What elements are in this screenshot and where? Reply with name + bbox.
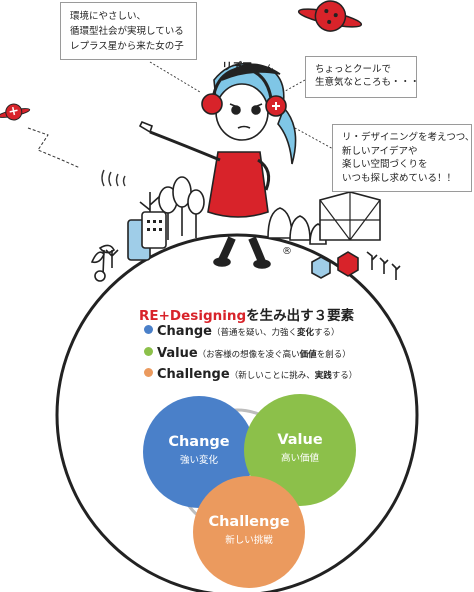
personality-note: ちょっとクールで 生意気なところも・・・: [305, 56, 420, 98]
personality-line-2: 生意気なところも・・・: [315, 77, 420, 88]
section-title: RE+Designingを生み出す３要素: [139, 304, 354, 324]
mission-line-1: リ・デザイニングを考えつつ、: [342, 132, 474, 143]
venn-value-sub: 高い価値: [280, 453, 319, 464]
character-ridea: [138, 62, 297, 269]
legend-change: Change（普通を疑い、力強く変化する）: [144, 324, 340, 339]
legend-value: Value（お客様の想像を凌ぐ高い価値を創る）: [144, 346, 351, 361]
intro-line-1: 環境にやさしい、: [70, 11, 147, 22]
scenery: [90, 176, 401, 282]
small-saucer-icon: [0, 103, 31, 121]
radio-waves-icon: [101, 169, 126, 187]
mission-line-2: 新しいアイデアや: [342, 145, 418, 157]
legend-change-desc: （普通を疑い、力強く変化する）: [211, 328, 340, 338]
intro-line-2: 循環型社会が実現している: [70, 26, 184, 37]
venn-challenge-sub: 新しい挑戦: [225, 535, 273, 546]
character-name: リデアちゃん: [222, 58, 273, 73]
blue-dot-icon: [144, 325, 153, 334]
legend-challenge: Challenge（新しいことに挑み、実践する）: [144, 367, 357, 382]
saucer-icon: [297, 0, 363, 32]
intro-note: 環境にやさしい、 循環型社会が実現している レプラス星から来た女の子: [60, 2, 197, 60]
venn-challenge-title: Challenge: [208, 514, 290, 530]
mission-line-3: 楽しい空間づくりを: [342, 159, 428, 170]
venn-change-title: Change: [168, 434, 230, 450]
title-rest: を生み出す３要素: [246, 308, 355, 324]
registered-mark: ®: [282, 246, 292, 257]
green-dot-icon: [144, 347, 153, 356]
character-name-main: リデア: [222, 62, 252, 73]
title-accent: RE+Designing: [139, 308, 247, 324]
legend-change-word: Change: [157, 324, 212, 339]
legend-value-word: Value: [157, 346, 198, 361]
venn-challenge: Challenge 新しい挑戦: [193, 476, 305, 588]
orange-dot-icon: [144, 368, 153, 377]
venn-value-title: Value: [277, 432, 323, 448]
legend-value-desc: （お客様の想像を凌ぐ高い価値を創る）: [197, 350, 351, 360]
venn-change-sub: 強い変化: [179, 455, 218, 466]
mission-note: リ・デザイニングを考えつつ、 新しいアイデアや 楽しい空間づくりを いつも探し求…: [332, 124, 474, 192]
signal-dashes: [27, 127, 81, 169]
legend-challenge-desc: （新しいことに挑み、実践する）: [229, 371, 358, 381]
legend-challenge-word: Challenge: [157, 367, 230, 382]
character-name-suffix: ちゃん: [252, 64, 273, 72]
intro-line-3: レプラス星から来た女の子: [70, 41, 184, 52]
personality-line-1: ちょっとクールで: [315, 64, 392, 75]
mission-line-4: いつも探し求めている！！: [342, 172, 457, 184]
